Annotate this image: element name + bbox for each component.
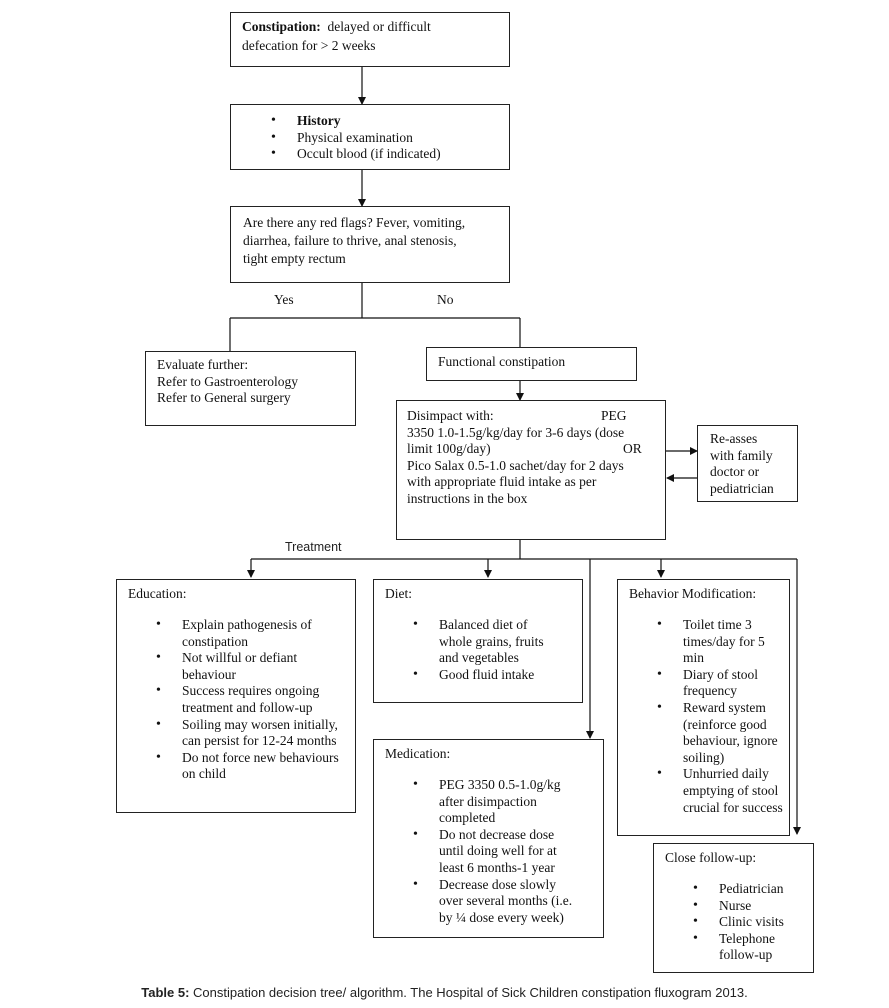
history-list: History Physical examination Occult bloo…	[271, 113, 441, 163]
history-item: Occult blood (if indicated)	[271, 146, 441, 163]
disimpact-line: Pico Salax 0.5-1.0 sachet/day for 2 days	[407, 457, 624, 473]
education-item: Success requires ongoing treatment and f…	[156, 683, 346, 716]
disimpact-line: PEG	[601, 408, 627, 423]
functional-constipation-box: Functional constipation	[426, 347, 637, 381]
followup-item: Nurse	[693, 898, 803, 915]
branch-no-label: No	[437, 292, 454, 307]
reassess-line: with family	[710, 447, 773, 463]
followup-item: Clinic visits	[693, 914, 803, 931]
history-item: History	[271, 113, 441, 130]
branch-yes-label: Yes	[274, 292, 294, 307]
disimpact-line: with appropriate fluid intake as per	[407, 474, 597, 490]
close-followup-box: Close follow-up: Pediatrician Nurse Clin…	[653, 843, 814, 973]
followup-title: Close follow-up:	[665, 850, 757, 865]
followup-item: Pediatrician	[693, 881, 803, 898]
diet-item: Balanced diet of whole grains, fruits an…	[413, 617, 551, 667]
education-box: Education: Explain pathogenesis of const…	[116, 579, 356, 813]
behavior-item: Unhurried daily emptying of stool crucia…	[657, 766, 783, 816]
diet-list: Balanced diet of whole grains, fruits an…	[413, 617, 551, 683]
diet-box: Diet: Balanced diet of whole grains, fru…	[373, 579, 583, 703]
education-list: Explain pathogenesis of constipation Not…	[156, 617, 346, 783]
disimpact-line: 3350 1.0-1.5g/kg/day for 3-6 days (dose	[407, 424, 625, 440]
education-item: Explain pathogenesis of constipation	[156, 617, 346, 650]
constipation-definition-line1: delayed or difficult	[327, 19, 431, 34]
medication-list: PEG 3350 0.5-1.0g/kg after disimpaction …	[413, 777, 573, 926]
disimpact-box: Disimpact with: PEG 3350 1.0-1.5g/kg/day…	[396, 400, 666, 540]
figure-caption: Table 5: Constipation decision tree/ alg…	[0, 985, 889, 1000]
behavior-title: Behavior Modification:	[629, 586, 757, 601]
medication-item: Decrease dose slowly over several months…	[413, 877, 573, 927]
reassess-line: doctor or	[710, 464, 760, 480]
behavior-modification-box: Behavior Modification: Toilet time 3 tim…	[617, 579, 790, 836]
constipation-definition-box: Constipation: delayed or difficult defec…	[230, 12, 510, 67]
treatment-label: Treatment	[285, 540, 342, 554]
red-flags-box: Are there any red flags? Fever, vomiting…	[230, 206, 510, 283]
evaluate-line: Evaluate further:	[157, 357, 249, 372]
medication-box: Medication: PEG 3350 0.5-1.0g/kg after d…	[373, 739, 604, 938]
medication-item: Do not decrease dose until doing well fo…	[413, 827, 573, 877]
constipation-term: Constipation:	[242, 19, 321, 34]
education-item: Soiling may worsen initially, can persis…	[156, 717, 346, 750]
behavior-list: Toilet time 3 times/day for 5 min Diary …	[657, 617, 783, 816]
reassess-line: Re-asses	[710, 431, 758, 446]
history-box: History Physical examination Occult bloo…	[230, 104, 510, 170]
disimpact-line: OR	[623, 441, 642, 457]
disimpact-line: instructions in the box	[407, 490, 528, 506]
reassess-line: pediatrician	[710, 480, 774, 496]
behavior-item: Toilet time 3 times/day for 5 min	[657, 617, 783, 667]
behavior-item: Reward system (reinforce good behaviour,…	[657, 700, 783, 766]
medication-item: PEG 3350 0.5-1.0g/kg after disimpaction …	[413, 777, 573, 827]
education-title: Education:	[128, 586, 187, 601]
education-item: Not willful or defiant behaviour	[156, 650, 346, 683]
evaluate-further-box: Evaluate further: Refer to Gastroenterol…	[145, 351, 356, 426]
medication-title: Medication:	[385, 746, 451, 761]
red-flags-line: tight empty rectum	[243, 251, 346, 266]
caption-text: Constipation decision tree/ algorithm. T…	[193, 985, 748, 1000]
history-item: Physical examination	[271, 130, 441, 147]
disimpact-line: limit 100g/day)	[407, 441, 491, 457]
evaluate-line: Refer to Gastroenterology	[157, 373, 298, 389]
diet-item: Good fluid intake	[413, 667, 551, 684]
red-flags-line: Are there any red flags? Fever, vomiting…	[243, 215, 466, 230]
constipation-definition-line2: defecation for > 2 weeks	[242, 38, 376, 53]
followup-list: Pediatrician Nurse Clinic visits Telepho…	[693, 881, 803, 964]
disimpact-line: Disimpact with:	[407, 408, 494, 423]
followup-item: Telephone follow-up	[693, 931, 803, 964]
red-flags-line: diarrhea, failure to thrive, anal stenos…	[243, 233, 457, 248]
caption-label: Table 5:	[141, 985, 190, 1000]
evaluate-line: Refer to General surgery	[157, 390, 291, 406]
functional-constipation-label: Functional constipation	[438, 354, 566, 369]
education-item: Do not force new behaviours on child	[156, 750, 346, 783]
behavior-item: Diary of stool frequency	[657, 667, 783, 700]
diet-title: Diet:	[385, 586, 412, 601]
reassess-box: Re-asses with family doctor or pediatric…	[697, 425, 798, 502]
